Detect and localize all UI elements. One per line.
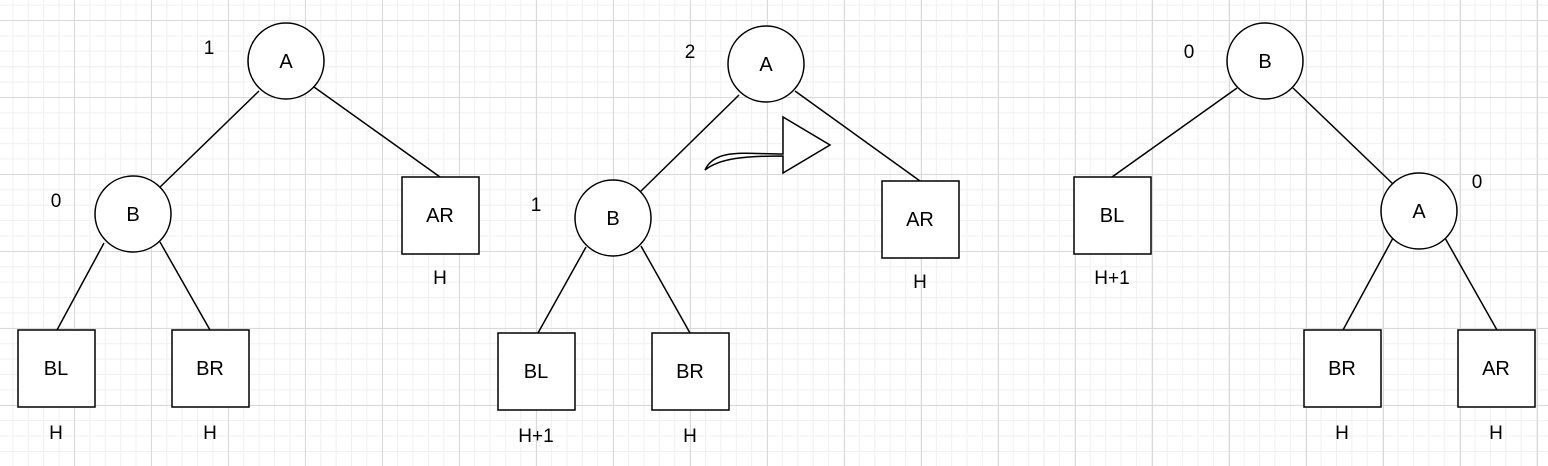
balance-factor-b: 1 bbox=[531, 195, 542, 216]
subtree-br bbox=[1303, 329, 1382, 408]
balance-factor-a: 2 bbox=[685, 42, 696, 63]
subtree-bl-height: H+1 bbox=[1094, 268, 1129, 289]
subtree-ar bbox=[401, 176, 480, 255]
subtree-br-label: BR bbox=[1328, 358, 1356, 380]
subtree-bl bbox=[497, 332, 576, 411]
subtree-ar-height: H bbox=[1489, 423, 1503, 444]
subtree-ar bbox=[881, 180, 960, 259]
node-b-label: B bbox=[606, 208, 619, 230]
balance-factor-a: 0 bbox=[1472, 172, 1483, 193]
subtree-bl-label: BL bbox=[44, 358, 68, 380]
subtree-br bbox=[171, 329, 250, 408]
subtree-br-label: BR bbox=[196, 358, 224, 380]
node-a bbox=[727, 25, 805, 103]
subtree-ar-label: AR bbox=[906, 209, 934, 231]
subtree-bl-height: H+1 bbox=[518, 426, 553, 447]
curved-right-arrow-icon bbox=[704, 115, 832, 175]
balance-factor-b: 0 bbox=[51, 191, 62, 212]
edge-a-b bbox=[637, 94, 740, 195]
subtree-bl-label: BL bbox=[524, 361, 548, 383]
diagram-2: A 2 B 1 BL H+1 BR H AR H bbox=[497, 25, 960, 447]
subtree-ar-height: H bbox=[433, 268, 447, 289]
edge-a-ar bbox=[794, 90, 921, 182]
edge-a-br bbox=[1342, 237, 1394, 331]
subtree-bl-height: H bbox=[49, 423, 63, 444]
node-b bbox=[94, 175, 172, 253]
subtree-ar bbox=[1457, 329, 1536, 408]
node-b bbox=[1226, 22, 1304, 100]
subtree-bl bbox=[17, 329, 96, 408]
edge-b-bl bbox=[56, 242, 105, 331]
subtree-br bbox=[651, 332, 730, 411]
node-b-label: B bbox=[126, 204, 139, 226]
node-a-label: A bbox=[279, 51, 293, 73]
diagram-1: A 1 B 0 BL H BR H AR H bbox=[17, 22, 480, 444]
edge-a-ar bbox=[1444, 237, 1498, 331]
subtree-bl-label: BL bbox=[1100, 205, 1124, 227]
subtree-br-height: H bbox=[1335, 423, 1349, 444]
balance-factor-b: 0 bbox=[1184, 42, 1195, 63]
subtree-ar-height: H bbox=[913, 272, 927, 293]
subtree-bl bbox=[1073, 176, 1152, 255]
node-b bbox=[574, 179, 652, 257]
diagram-3: B 0 A 0 BL H+1 BR H AR H bbox=[1073, 22, 1536, 444]
edge-a-ar bbox=[313, 86, 441, 178]
edge-b-bl bbox=[537, 246, 587, 334]
subtree-br-label: BR bbox=[676, 361, 704, 383]
edge-a-b bbox=[156, 90, 260, 191]
node-a bbox=[1380, 172, 1458, 250]
edge-b-br bbox=[640, 245, 691, 334]
balance-factor-a: 1 bbox=[204, 38, 215, 59]
edge-b-br bbox=[159, 241, 211, 331]
subtree-br-height: H bbox=[683, 426, 697, 447]
subtree-br-height: H bbox=[203, 423, 217, 444]
node-a-label: A bbox=[759, 54, 773, 76]
subtree-ar-label: AR bbox=[426, 205, 454, 227]
node-a-label: A bbox=[1412, 201, 1426, 223]
node-a bbox=[247, 22, 325, 100]
node-b-label: B bbox=[1258, 51, 1271, 73]
edge-b-bl bbox=[1111, 87, 1238, 178]
edge-b-a bbox=[1292, 87, 1394, 185]
subtree-ar-label: AR bbox=[1482, 358, 1510, 380]
